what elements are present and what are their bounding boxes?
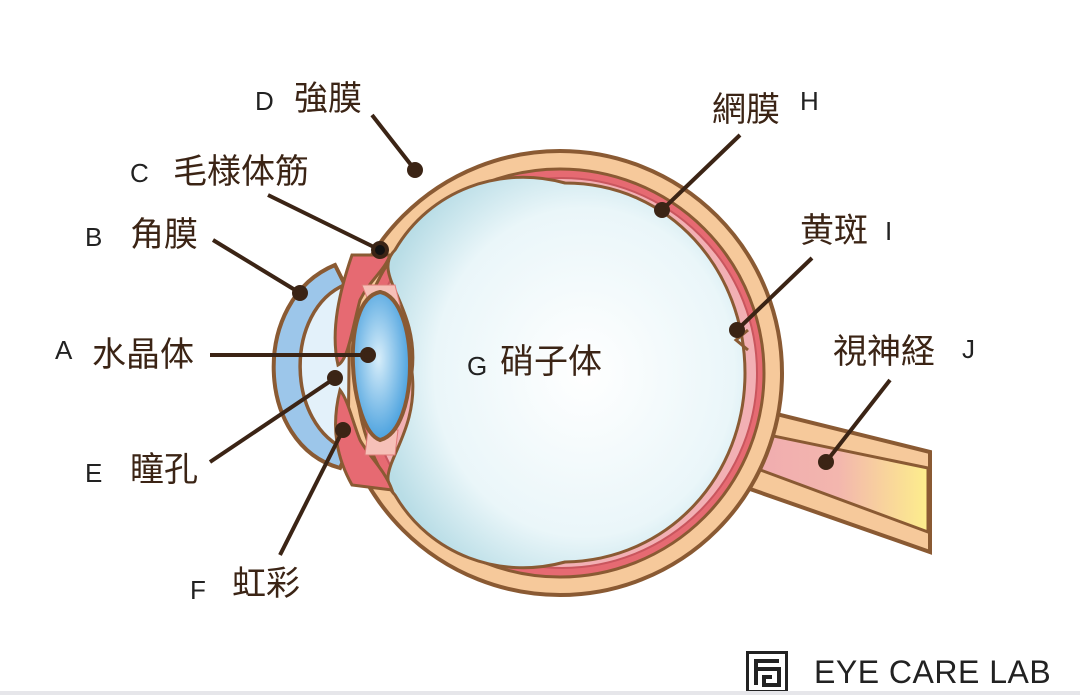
- logo-text: EYE CARE LAB: [814, 653, 1052, 690]
- label-retina: 網膜: [712, 90, 780, 130]
- label-macula: 黄斑: [800, 211, 868, 251]
- label-letter-e: E: [85, 458, 103, 488]
- label-letter-g: G: [467, 351, 488, 381]
- label-letter-j: J: [962, 334, 975, 364]
- eye-care-lab-logo: EYE CARE LAB: [746, 651, 1051, 693]
- label-cornea: 角膜: [130, 215, 198, 255]
- bottom-divider: [0, 691, 1080, 695]
- label-sclera: 強膜: [294, 79, 362, 119]
- label-ciliary-muscle: 毛様体筋: [173, 152, 309, 192]
- label-letter-b: B: [85, 222, 103, 252]
- label-pupil: 瞳孔: [130, 450, 198, 490]
- label-lens: 水晶体: [92, 335, 194, 375]
- lens: [350, 289, 412, 443]
- iris-upper: [333, 253, 393, 368]
- label-vitreous: 硝子体: [500, 342, 602, 382]
- vitreous-body: [386, 175, 747, 570]
- label-letter-i: I: [885, 216, 893, 246]
- label-letter-f: F: [190, 575, 206, 605]
- logo-mark-icon: [746, 651, 788, 693]
- label-letter-d: D: [255, 86, 274, 116]
- label-letter-c: C: [130, 158, 149, 188]
- label-iris: 虹彩: [232, 564, 300, 604]
- iris-lower: [334, 386, 395, 492]
- label-optic-nerve: 視神経: [833, 332, 935, 372]
- label-letter-a: A: [55, 335, 73, 365]
- label-letter-h: H: [800, 86, 819, 116]
- leader-lines: [208, 113, 892, 556]
